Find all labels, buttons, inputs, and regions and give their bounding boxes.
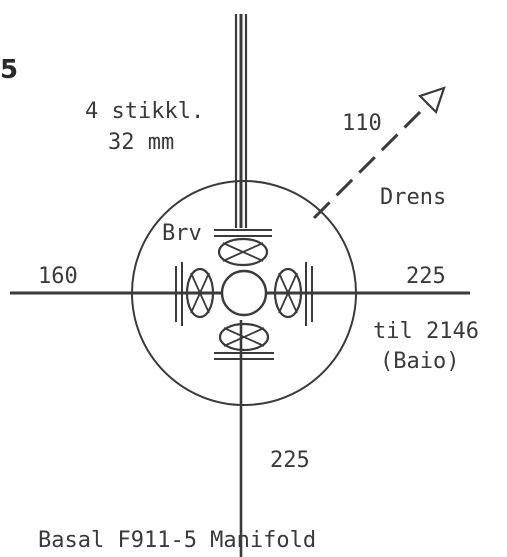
inlet-pipe-bundle [234, 14, 248, 228]
drain-label: Drens [380, 185, 446, 210]
valve-top [214, 229, 272, 267]
drain-arrow-head [417, 86, 446, 115]
manifold-body-circle [131, 180, 357, 406]
east-dim-label: 225 [406, 264, 446, 289]
west-dim-label: 160 [38, 264, 78, 289]
diagram-caption: Basal F911-5 Manifold [38, 528, 316, 553]
valve-top-cross-2 [222, 242, 264, 262]
valve-right-body [273, 267, 303, 319]
valve-bottom-cross-2 [223, 327, 265, 347]
east-destination-note: (Baio) [380, 349, 459, 374]
valve-right-cross-2 [278, 272, 298, 314]
valve-left [175, 262, 215, 326]
east-destination-label: til 2146 [373, 319, 479, 344]
drain-dim-label: 110 [342, 111, 382, 136]
valve-top-body [217, 237, 269, 267]
south-dim-label: 225 [270, 448, 310, 473]
drain-arrow [312, 86, 446, 220]
valve-bottom-body [218, 322, 270, 352]
valve-left-cross-2 [190, 272, 210, 314]
manifold-hub [220, 269, 268, 317]
valve-bottom [214, 322, 274, 360]
brv-label: Brv [162, 221, 202, 246]
valve-right [273, 262, 313, 326]
stikkl-count-label: 4 stikkl. [85, 99, 204, 124]
drain-arrow-shaft [312, 102, 430, 220]
page-mark: 5 [0, 55, 18, 85]
valve-left-body [185, 267, 215, 319]
stikkl-size-label: 32 mm [108, 130, 174, 155]
